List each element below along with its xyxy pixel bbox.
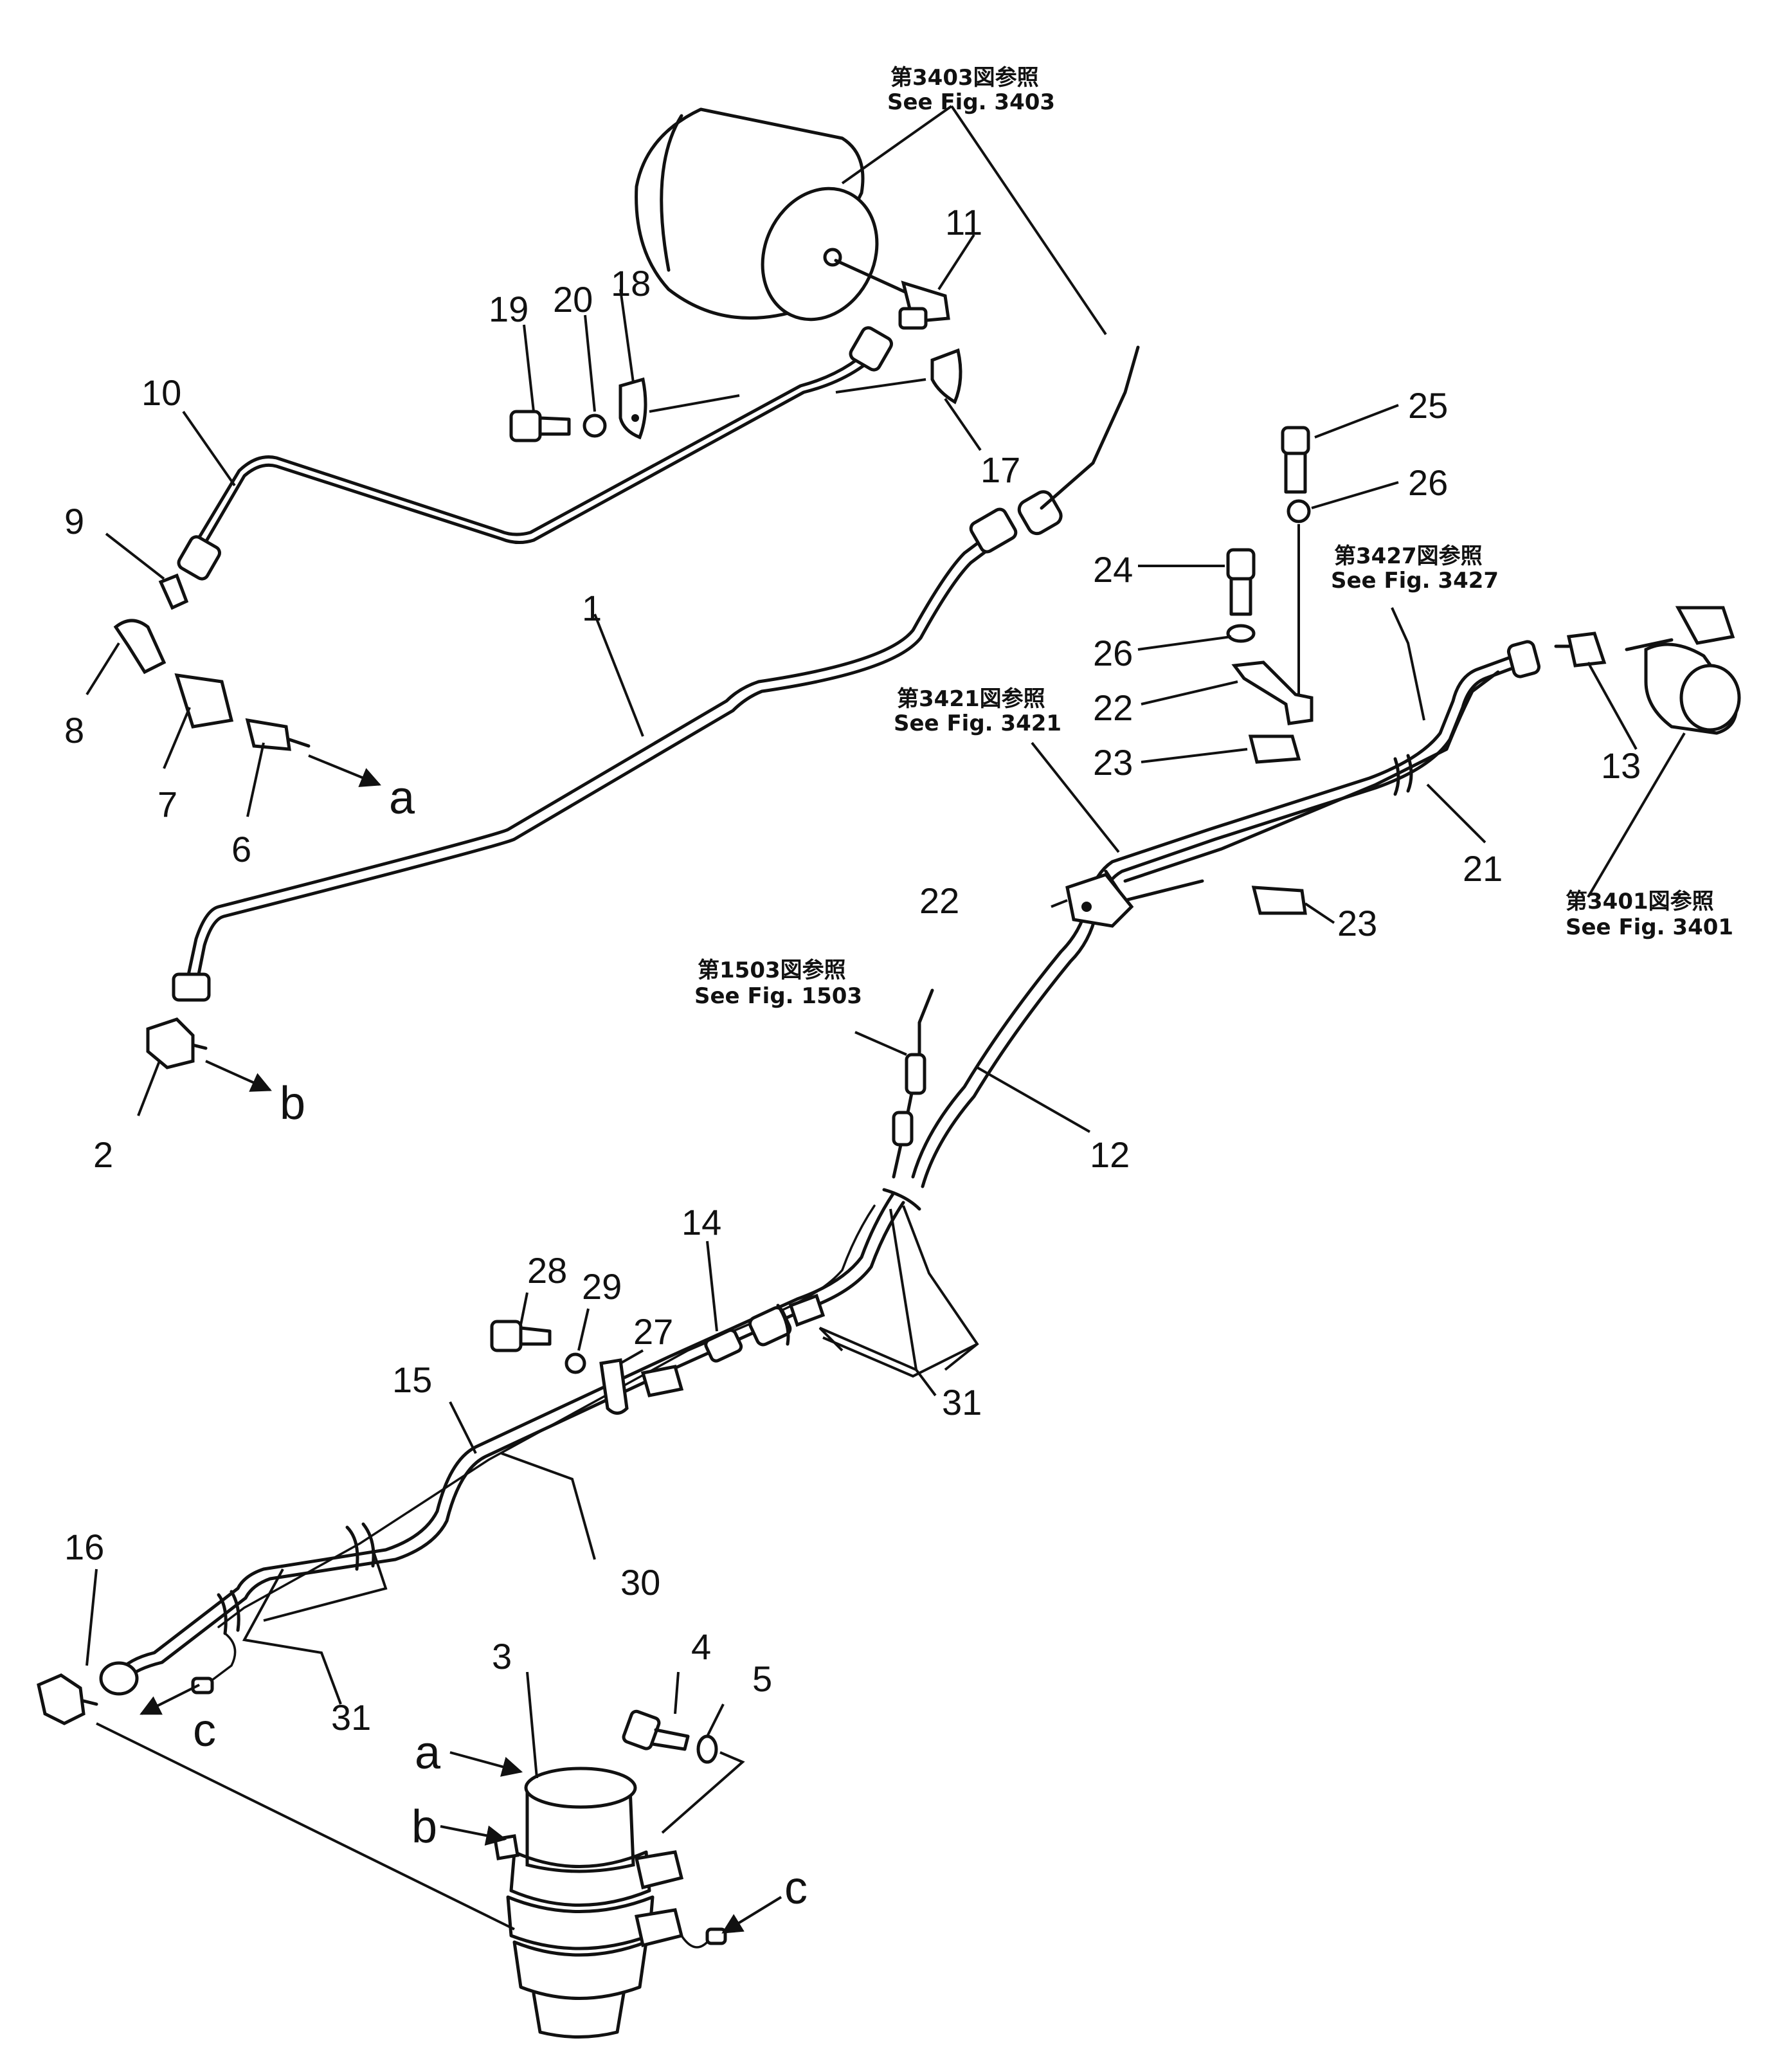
clamp-18 (619, 377, 647, 440)
nut-lower (99, 1661, 139, 1696)
callout-30: 30 (620, 1562, 660, 1603)
connection-a-in: a (415, 1727, 441, 1779)
ref-3427-jp: 第3427図参照 (1334, 543, 1483, 569)
ref-3401-jp: 第3401図参照 (1566, 889, 1714, 914)
connection-b-out: b (280, 1078, 305, 1129)
leader-lines (86, 105, 1686, 1779)
callout-21: 21 (1463, 848, 1503, 889)
callout-3: 3 (492, 1636, 512, 1677)
callout-20: 20 (553, 279, 593, 320)
callout-1: 1 (582, 588, 602, 628)
pad-23-top (1248, 734, 1301, 764)
elbow-2 (146, 1017, 195, 1069)
callout-6: 6 (231, 829, 251, 869)
callout-22-top: 22 (1093, 687, 1133, 728)
washer-5 (696, 1734, 718, 1764)
elbow-16 (37, 1673, 86, 1725)
ref-1503-en: See Fig. 1503 (694, 983, 862, 1009)
callout-14: 14 (682, 1202, 721, 1242)
tube-15 (117, 1191, 905, 1680)
connection-c-in: c (784, 1862, 808, 1914)
callout-26-top: 26 (1408, 462, 1448, 503)
callout-31-left: 31 (331, 1697, 371, 1738)
callout-4: 4 (691, 1626, 711, 1667)
callout-7: 7 (158, 784, 177, 824)
sensor-wire (892, 988, 934, 1179)
callout-22-bottom: 22 (919, 880, 959, 921)
clamp-leader (649, 394, 740, 413)
ref-3403-en: See Fig. 3403 (887, 89, 1055, 115)
callout-26-bottom: 26 (1093, 633, 1133, 673)
bracket-22-top (1231, 660, 1314, 725)
elbow-2-nose (191, 1043, 208, 1050)
callout-17: 17 (980, 450, 1020, 490)
callout-18: 18 (611, 263, 651, 304)
ref-1503-jp: 第1503図参照 (698, 958, 846, 983)
callout-31-right: 31 (942, 1382, 982, 1422)
pad-23-bottom (1251, 886, 1307, 915)
callout-24: 24 (1093, 549, 1133, 590)
callout-23-top: 23 (1093, 742, 1133, 783)
connection-a-out: a (389, 772, 415, 824)
clamp-18-hole (631, 414, 639, 422)
air-tank (635, 107, 879, 322)
washer-20 (582, 413, 607, 438)
bolt-axis-4 (661, 1751, 745, 1834)
washer-29 (564, 1352, 586, 1374)
connector-13 (1554, 632, 1607, 668)
callout-16: 16 (64, 1527, 104, 1567)
flow-arrows (140, 754, 782, 1934)
bracket-22-bottom (1065, 873, 1134, 928)
callout-27: 27 (633, 1311, 673, 1352)
lower-wire-end (191, 1632, 237, 1695)
clamp-17 (930, 348, 962, 404)
bolt-24 (1226, 548, 1256, 616)
clamp-27 (599, 1358, 629, 1415)
callout-13: 13 (1601, 745, 1641, 786)
valve (1625, 606, 1741, 735)
bolt-28 (490, 1320, 552, 1352)
washer-26-top (1287, 499, 1311, 523)
ref-3421-jp: 第3421図参照 (897, 686, 1045, 712)
tube-10 (177, 326, 893, 581)
elbow-16-nose (82, 1699, 98, 1706)
connection-b-in: b (411, 1801, 437, 1853)
callout-23-bottom: 23 (1337, 903, 1377, 943)
tube-1 (172, 345, 1140, 1002)
ref-3421-en: See Fig. 3421 (894, 711, 1061, 736)
fittings-14 (640, 1293, 826, 1397)
dryer-link-line (96, 1722, 515, 1931)
connection-c-out: c (193, 1705, 216, 1756)
callout-12: 12 (1090, 1134, 1130, 1175)
callout-19: 19 (489, 289, 528, 329)
callout-5: 5 (752, 1659, 772, 1699)
clamps-lower (217, 1188, 921, 1635)
ref-3427-en: See Fig. 3427 (1331, 568, 1499, 594)
washer-26 (1226, 624, 1256, 643)
callout-29: 29 (582, 1266, 622, 1307)
bracket-22-hole (1081, 902, 1092, 912)
callout-15: 15 (392, 1359, 432, 1400)
callout-8: 8 (64, 710, 84, 750)
callout-11: 11 (945, 202, 982, 242)
callout-25: 25 (1408, 385, 1448, 426)
clamp-leader-2 (835, 378, 926, 394)
callout-9: 9 (64, 501, 84, 541)
connector-9 (158, 573, 189, 610)
ref-3401-en: See Fig. 3401 (1566, 914, 1733, 940)
bolt-25 (1281, 426, 1310, 494)
callout-28: 28 (527, 1250, 567, 1291)
bolt-4 (622, 1709, 690, 1751)
elbow-8 (113, 619, 167, 675)
elbow-fitting-11 (834, 259, 950, 330)
callout-10: 10 (141, 372, 181, 413)
callout-2: 2 (93, 1134, 113, 1175)
ref-3403-jp: 第3403図参照 (890, 65, 1039, 91)
air-dryer (493, 1767, 727, 2039)
bolt-19 (509, 410, 571, 442)
connector-6 (245, 718, 311, 751)
